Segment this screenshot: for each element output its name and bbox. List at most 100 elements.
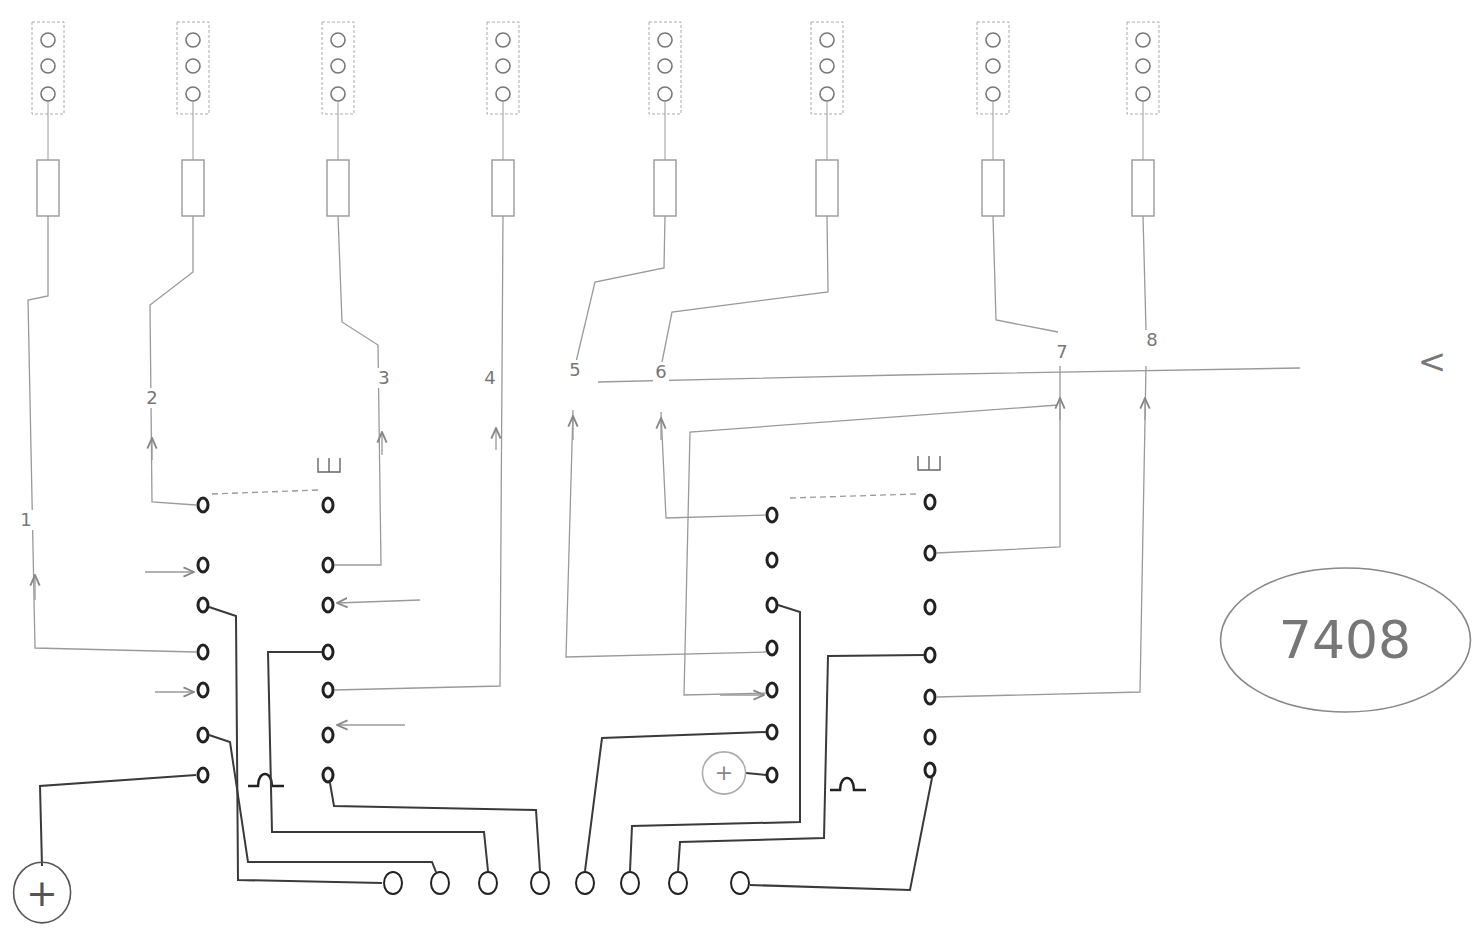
ic-pin [767,598,777,612]
ic-pin [925,600,935,614]
pencil-wire [790,494,916,498]
led-number: 4 [482,368,497,388]
led-lamp [986,59,1000,73]
led-lamp [186,87,200,101]
signal-arrow [145,571,194,572]
resistor-symbol [1132,160,1154,216]
led-number: 5 [567,360,582,380]
signal-arrow [720,694,764,695]
led-lamp [1136,59,1150,73]
ic-pin [323,558,333,572]
led-lamp [41,59,55,73]
ic-pin [323,498,333,512]
resistor-symbol [37,160,59,216]
led-number: 1 [18,510,33,530]
ink-wire [630,605,800,871]
pencil-wire [212,490,318,494]
ic-pin [767,508,777,522]
pencil-wire [993,216,1058,332]
ink-wire [209,607,382,883]
node-outline-shape [13,863,70,924]
led-lamp [331,87,345,101]
pencil-wire [576,216,665,362]
led-lamp [658,87,672,101]
led-lamp [331,33,345,47]
ic-pin [925,690,935,704]
ink-wire [209,735,436,872]
ic-pin [767,683,777,697]
signal-arrow [381,432,382,455]
signal-arrow [572,416,573,440]
ic-pin [767,768,777,782]
led-lead [1143,101,1144,160]
resistor-symbol [654,160,676,216]
supply-symbol: + [13,861,71,924]
led-lamp [986,87,1000,101]
signal-arrow [1059,398,1060,420]
pencil-wire [334,216,381,565]
signal-arrow [1144,398,1145,420]
led-housing [177,22,209,114]
led-lamp [331,59,345,73]
ic-pin [767,725,777,739]
led-housing [32,22,64,114]
connector-pin [531,872,549,894]
ic-pin [767,553,777,567]
pencil-wire [566,410,766,657]
led-number: 7 [1054,342,1069,362]
ic-pin [925,730,935,744]
led-number: 6 [653,362,668,382]
led-lamp [186,33,200,47]
led-lamp [41,87,55,101]
ic-pin [198,728,208,742]
supply-symbol: + [702,751,746,795]
ic-pin [323,645,333,659]
node-text: + [715,762,733,784]
connector-pin [731,872,749,894]
ic-pin [198,558,208,572]
ic-pins [198,495,935,894]
pencil-wire [936,366,1060,553]
led-lead [993,101,994,160]
ic-pin [198,768,208,782]
node-text: 7408 [1279,614,1411,666]
led-housing [322,22,354,114]
ic-pin [767,641,777,655]
ic-pin [925,648,935,662]
led-lamp [496,87,510,101]
ic-pin [323,768,333,782]
wire-bridge [248,774,284,786]
led-lead [338,101,339,160]
ink-wire [750,778,932,890]
led-lead [193,101,194,160]
led-lamp [496,59,510,73]
led-lamp [1136,87,1150,101]
pencil-wire [936,366,1146,697]
led-lead [665,101,666,160]
notch-mark [918,456,940,470]
signal-arrow [337,600,420,603]
led-housing [487,22,519,114]
led-housing [977,22,1009,114]
led-number: 2 [144,388,159,408]
connector-pin [479,872,497,894]
ic-pin [198,498,208,512]
ic-pin [925,495,935,509]
signal-arrow [495,428,496,450]
led-number: 8 [1144,330,1159,350]
notch-mark [318,458,340,472]
pencil-wire [150,216,196,505]
led-housing [1127,22,1159,114]
ic-pin [198,683,208,697]
signal-arrow [155,691,194,692]
resistor-symbol [327,160,349,216]
signal-arrow [337,724,405,725]
ic-pin [925,763,935,777]
ic-label-ellipse: 7408 [1218,565,1473,715]
led-lamp [986,33,1000,47]
input-mark: < [1416,343,1449,380]
led-lamp [820,33,834,47]
connector-pin [384,872,402,894]
resistor-symbol [982,160,1004,216]
